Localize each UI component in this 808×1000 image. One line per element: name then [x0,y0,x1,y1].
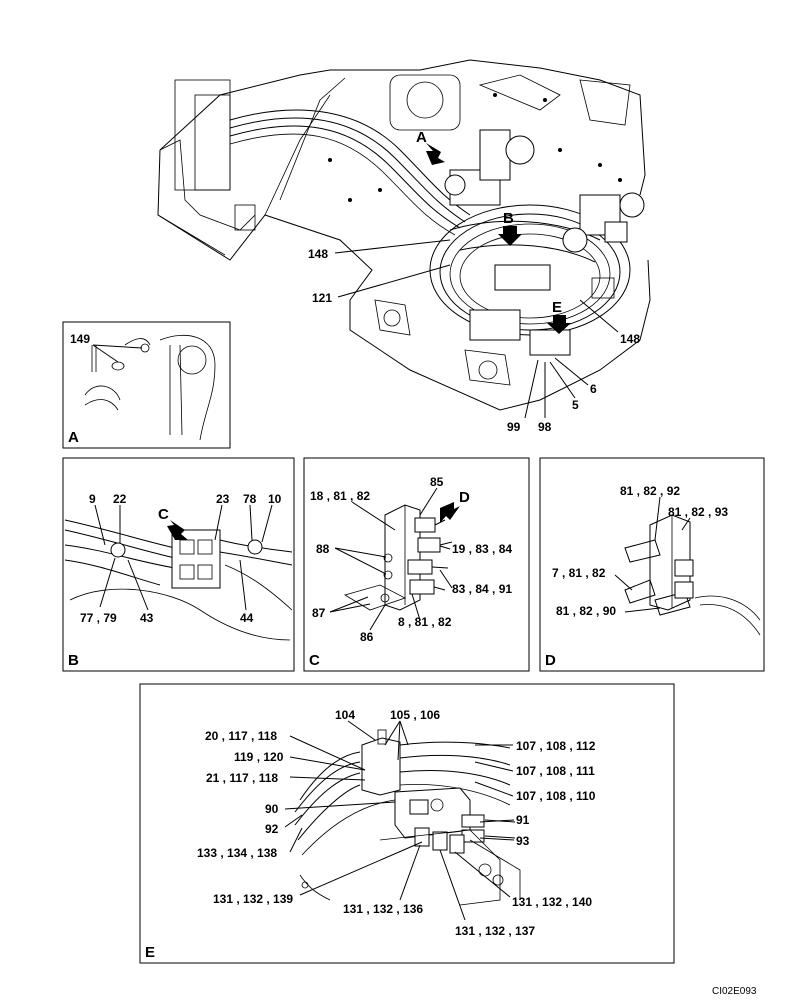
panel-d-frame [539,457,765,672]
callout-149: 149 [70,332,90,346]
drawing-code: CI02E093 [712,986,757,997]
callout-5: 5 [572,398,579,412]
callout-44: 44 [240,611,254,625]
callout-81-82-92: 81 , 82 , 92 [620,484,680,498]
panel-a-frame [62,321,231,449]
panel-b-frame [62,457,295,672]
panel-a: 149 A [62,321,231,449]
arrow-marker-a: A [416,129,427,146]
callout-107-108-110: 107 , 108 , 110 [516,789,596,803]
panel-a-letter: A [68,429,79,446]
callout-18-81-82: 18 , 81 , 82 [310,489,370,503]
panel-c-frame [303,457,530,672]
panel-b-letter: B [68,652,79,669]
callout-7-81-82: 7 , 81 , 82 [552,566,606,580]
callout-104: 104 [335,708,355,722]
callout-10: 10 [268,492,282,506]
callout-87: 87 [312,606,326,620]
callout-119-120: 119 , 120 [234,750,284,764]
callout-21-117-118: 21 , 117 , 118 [206,771,278,785]
panel-e: 104 105 , 106 20 , 117 , 118 119 , 120 2… [139,683,675,964]
callout-131-132-137: 131 , 132 , 137 [455,924,535,938]
arrow-marker-e: E [552,299,562,316]
panel-c-letter: C [309,652,320,669]
callout-6: 6 [590,382,597,396]
callout-91: 91 [516,813,530,827]
panel-d: 81 , 82 , 92 81 , 82 , 93 7 , 81 , 82 81… [539,457,765,672]
main-view: A B E 148 121 148 6 5 99 98 [157,59,651,434]
callout-19-83-84: 19 , 83 , 84 [452,542,512,556]
callout-105-106: 105 , 106 [390,708,440,722]
callout-8-81-82: 8 , 81 , 82 [398,615,452,629]
arrow-marker-d: D [459,489,470,506]
callout-131-132-140: 131 , 132 , 140 [512,895,592,909]
callout-77-79: 77 , 79 [80,611,117,625]
callout-107-108-111: 107 , 108 , 111 [516,764,595,778]
callout-148-left: 148 [308,247,328,261]
callout-148-right: 148 [620,332,640,346]
callout-22: 22 [113,492,127,506]
callout-78: 78 [243,492,257,506]
panel-e-frame [139,683,675,964]
arrow-marker-b: B [503,210,514,227]
arrow-marker-c: C [158,506,169,523]
panel-c: D 18 , 81 , 82 85 88 19 , 83 , 84 83 , 8… [303,457,530,672]
panel-d-letter: D [545,652,556,669]
callout-121: 121 [312,291,332,305]
callout-131-132-139: 131 , 132 , 139 [213,892,293,906]
callout-86: 86 [360,630,374,644]
callout-93: 93 [516,834,530,848]
panel-e-letter: E [145,944,155,961]
callout-107-108-112: 107 , 108 , 112 [516,739,596,753]
callout-83-84-91: 83 , 84 , 91 [452,582,512,596]
callout-99: 99 [507,420,521,434]
callout-131-132-136: 131 , 132 , 136 [343,902,423,916]
callout-23: 23 [216,492,230,506]
callout-20-117-118: 20 , 117 , 118 [205,729,277,743]
callout-88: 88 [316,542,330,556]
callout-9: 9 [89,492,96,506]
callout-133-134-138: 133 , 134 , 138 [197,846,277,860]
callout-85: 85 [430,475,444,489]
panel-b: C 9 22 23 78 10 77 , 79 43 44 B [62,457,295,672]
callout-43: 43 [140,611,154,625]
callout-92: 92 [265,822,279,836]
callout-81-82-90: 81 , 82 , 90 [556,604,616,618]
callout-90: 90 [265,802,279,816]
callout-81-82-93: 81 , 82 , 93 [668,505,728,519]
callout-98: 98 [538,420,552,434]
